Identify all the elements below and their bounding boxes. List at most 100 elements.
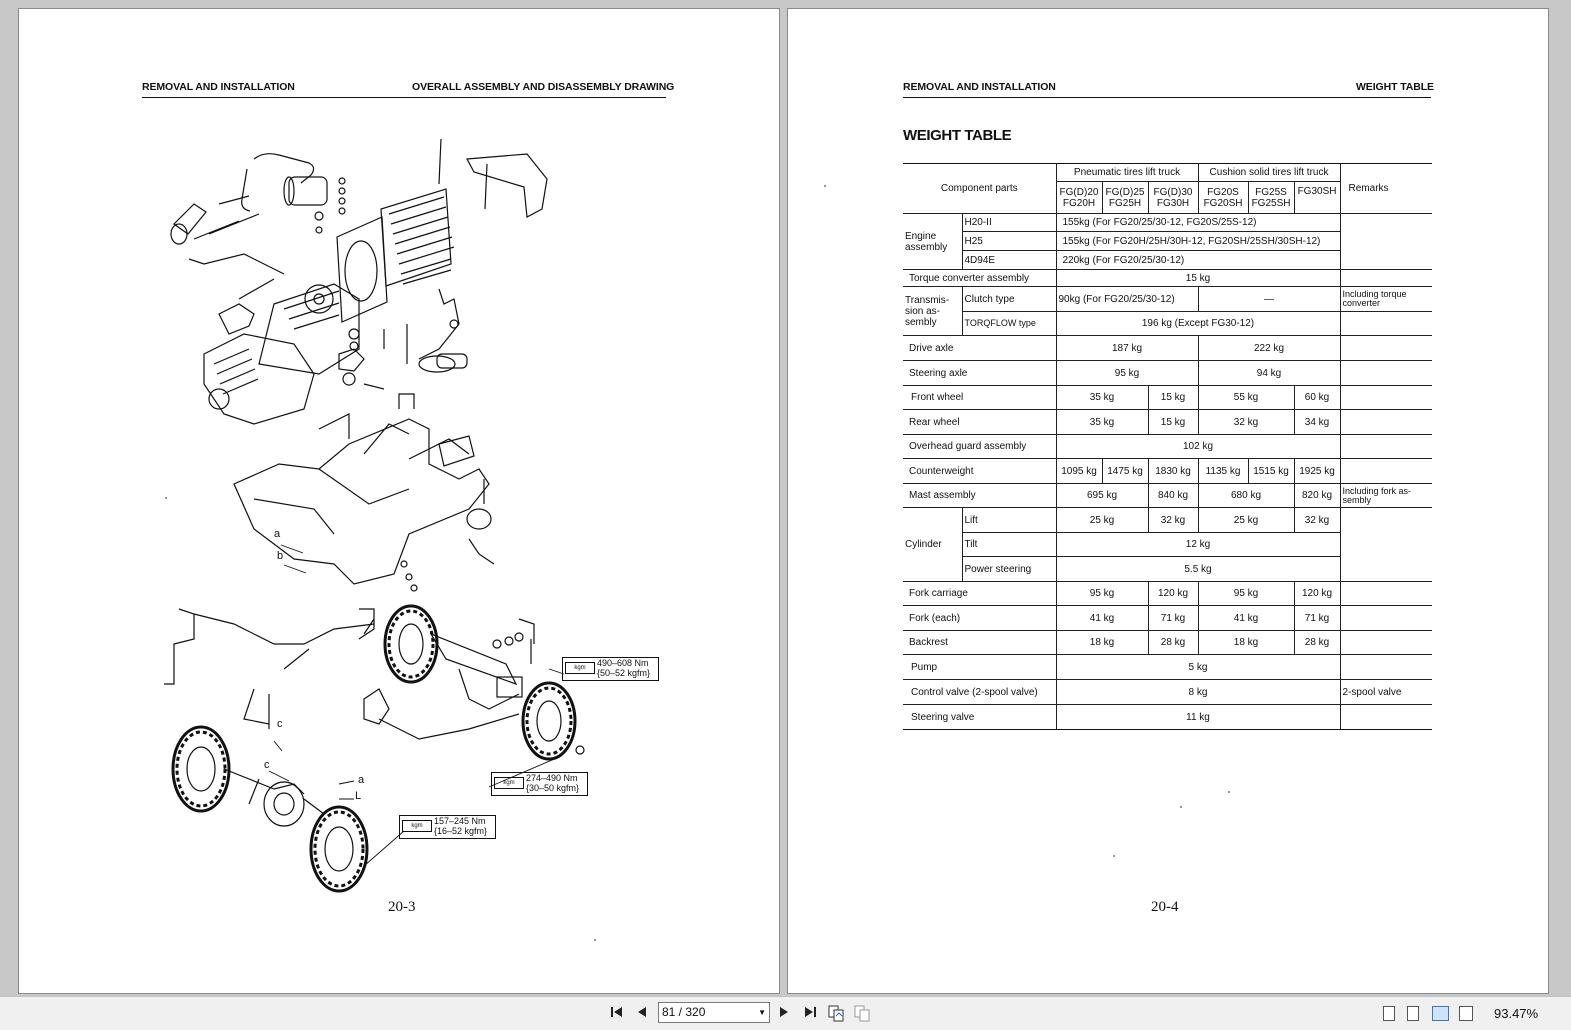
- table-row: Transmis- sion as- sembly Clutch type 90…: [903, 286, 1433, 336]
- header-pneumatic: Pneumatic tires lift truck: [1056, 163, 1199, 182]
- row-h20: H20-II: [962, 213, 1057, 232]
- value-cell: 41 kg: [1056, 605, 1149, 631]
- row-steering-axle: Steering axle: [903, 360, 1057, 386]
- callout-b: b: [277, 550, 284, 562]
- torque-3-kgfm: {16–52 kgfm}: [434, 826, 488, 836]
- page-number-select[interactable]: 81 / 320 ▼: [658, 1002, 770, 1023]
- row-lift: Lift: [962, 507, 1057, 533]
- value-cell: 32 kg: [1148, 507, 1199, 533]
- table-header-row-1: Component parts Pneumatic tires lift tru…: [903, 163, 1433, 214]
- row-4d94e: 4D94E: [962, 250, 1057, 270]
- steering-axle-drawing: [363, 618, 585, 755]
- value-cell: 695 kg: [1056, 483, 1149, 508]
- value-steer-pneumatic: 95 kg: [1056, 360, 1199, 386]
- row-front-wheel: Front wheel: [903, 385, 1057, 410]
- prev-page-icon[interactable]: [632, 1004, 652, 1024]
- row-engine: Engine assembly: [903, 213, 963, 270]
- value-steering-valve: 11 kg: [1056, 704, 1341, 730]
- prev-view-icon[interactable]: [826, 1004, 846, 1024]
- value-cell: 34 kg: [1294, 409, 1341, 435]
- first-page-icon[interactable]: [607, 1004, 627, 1024]
- table-row: Steering axle 95 kg 94 kg: [903, 360, 1433, 386]
- continuous-facing-view-icon[interactable]: [1459, 1006, 1473, 1021]
- value-cell: 35 kg: [1056, 409, 1149, 435]
- row-power-steering: Power steering: [962, 556, 1057, 582]
- table-row: Fork (each) 41 kg 71 kg 41 kg 71 kg: [903, 605, 1433, 631]
- left-header-title: OVERALL ASSEMBLY AND DISASSEMBLY DRAWING: [412, 81, 675, 93]
- row-torqflow: TORQFLOW type: [962, 311, 1057, 336]
- page-indicator: 81 / 320: [662, 1005, 706, 1019]
- row-drive-axle: Drive axle: [903, 335, 1057, 361]
- row-fork-each: Fork (each): [903, 605, 1057, 631]
- last-page-icon[interactable]: [800, 1004, 820, 1024]
- next-view-icon[interactable]: [852, 1004, 872, 1024]
- value-cell: 41 kg: [1198, 605, 1295, 631]
- facing-view-icon[interactable]: [1432, 1006, 1449, 1021]
- header-cushion: Cushion solid tires lift truck: [1198, 163, 1341, 182]
- value-cell: 1135 kg: [1198, 458, 1249, 484]
- value-cell: 95 kg: [1198, 581, 1295, 606]
- single-page-view-icon[interactable]: [1383, 1006, 1395, 1021]
- torque-callout-2: kgm 274–490 Nm {30–50 kgfm}: [491, 772, 588, 796]
- tire-front-right-drawing: [309, 805, 369, 893]
- value-steer-cushion: 94 kg: [1198, 360, 1341, 386]
- table-row: Mast assembly 695 kg 840 kg 680 kg 820 k…: [903, 483, 1433, 508]
- value-cell: 71 kg: [1294, 605, 1341, 631]
- table-row: Pump 5 kg: [903, 654, 1433, 680]
- header-remarks: Remarks: [1340, 163, 1433, 214]
- value-cell: 25 kg: [1198, 507, 1295, 533]
- viewer-toolbar: 81 / 320 ▼ 93.47%: [0, 996, 1571, 1030]
- value-4d94e: 220kg (For FG20/25/30-12): [1056, 250, 1341, 270]
- scan-speck: [594, 939, 596, 941]
- row-fork-carriage: Fork carriage: [903, 581, 1057, 606]
- value-clutch-cushion: —: [1198, 286, 1341, 312]
- row-transmission: Transmis- sion as- sembly: [903, 286, 963, 336]
- callout-c-bottom: c: [264, 759, 270, 771]
- scan-speck: [1180, 806, 1182, 808]
- table-row: Cylinder Lift 25 kg 32 kg 25 kg 32 kg: [903, 507, 1433, 582]
- value-drive-pneumatic: 187 kg: [1056, 335, 1199, 361]
- tire-rear-right-drawing: [521, 681, 577, 761]
- value-cell: 15 kg: [1148, 385, 1199, 410]
- table-row: Steering valve 11 kg: [903, 704, 1433, 730]
- value-cell: 820 kg: [1294, 483, 1341, 508]
- row-tilt: Tilt: [962, 532, 1057, 557]
- continuous-view-icon[interactable]: [1407, 1006, 1419, 1021]
- remark-control-valve: 2-spool valve: [1340, 679, 1433, 705]
- value-torque-converter: 15 kg: [1056, 269, 1341, 287]
- value-drive-cushion: 222 kg: [1198, 335, 1341, 361]
- value-cell: 1925 kg: [1294, 458, 1341, 484]
- row-counterweight: Counterweight: [903, 458, 1057, 484]
- value-clutch: 90kg (For FG20/25/30-12): [1056, 286, 1199, 312]
- next-page-icon[interactable]: [774, 1004, 794, 1024]
- table-row: Overhead guard assembly 102 kg: [903, 434, 1433, 459]
- table-row: Control valve (2-spool valve) 8 kg 2-spo…: [903, 679, 1433, 705]
- weight-table-title: WEIGHT TABLE: [903, 127, 1012, 144]
- engine-drawing: [188, 253, 360, 425]
- value-cell: 15 kg: [1148, 409, 1199, 435]
- value-cell: 28 kg: [1148, 630, 1199, 655]
- right-page-number: 20-4: [1151, 899, 1179, 915]
- table-row: 4D94E 220kg (For FG20/25/30-12): [903, 250, 1432, 270]
- callout-a-bottom: a: [358, 774, 365, 786]
- tire-rear-left-drawing: [383, 604, 439, 684]
- exploded-assembly-drawing: [164, 138, 585, 893]
- scan-speck: [1113, 855, 1115, 857]
- value-power-steering: 5.5 kg: [1056, 556, 1341, 582]
- table-row: TORQFLOW type 196 kg (Except FG30-12): [903, 311, 1433, 336]
- row-torque-converter: Torque converter assembly: [903, 269, 1057, 287]
- row-h25: H25: [962, 231, 1057, 251]
- fan-shroud-drawing: [336, 216, 388, 323]
- remark-clutch: Including torque converter: [1340, 286, 1433, 312]
- value-pump: 5 kg: [1056, 654, 1341, 680]
- header-component-parts: Component parts: [903, 163, 1057, 214]
- table-row: Drive axle 187 kg 222 kg: [903, 335, 1433, 361]
- value-torqflow: 196 kg (Except FG30-12): [1056, 311, 1341, 336]
- zoom-level[interactable]: 93.47%: [1494, 1006, 1539, 1021]
- row-mast: Mast assembly: [903, 483, 1057, 508]
- scan-speck: [165, 497, 167, 499]
